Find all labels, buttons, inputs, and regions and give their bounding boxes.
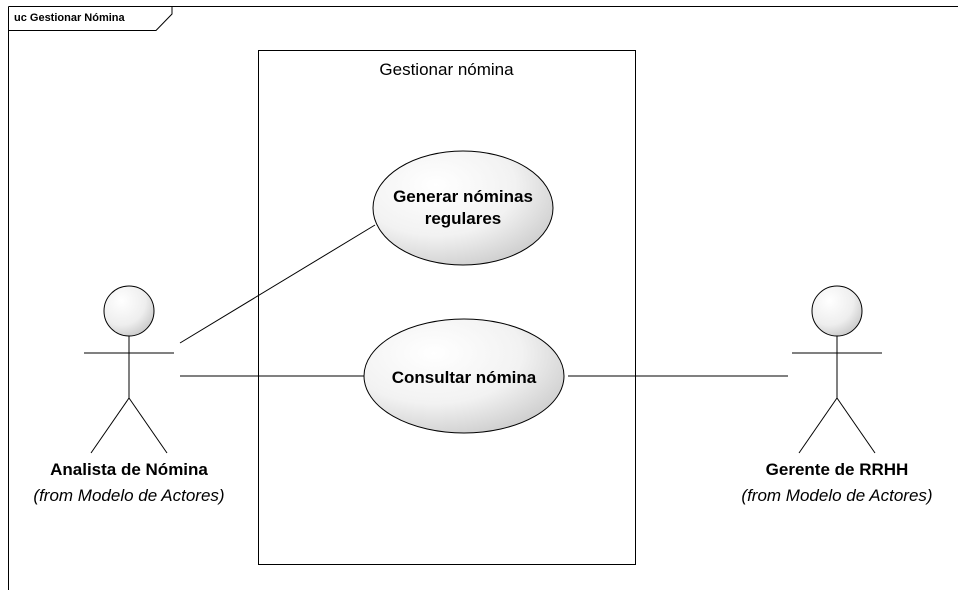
actor-right-leg [128, 397, 168, 454]
actor-from-analista: (from Modelo de Actores) [33, 486, 225, 505]
use-case-label-line2: regulares [424, 209, 502, 228]
system-boundary [258, 50, 636, 565]
use-case-label-consultar: Consultar nómina [391, 368, 537, 387]
actor-head [811, 285, 863, 337]
use-case-generar-nominas[interactable] [372, 150, 554, 266]
frame-label-tab [8, 6, 173, 31]
system-boundary-title: Gestionar nómina [379, 60, 514, 79]
actor-right-leg [836, 397, 876, 454]
actor-name-gerente: Gerente de RRHH [765, 460, 909, 479]
actor-gerente-rrhh[interactable] [792, 285, 882, 454]
actor-left-leg [90, 397, 130, 454]
association-analista-generar [179, 224, 376, 344]
use-case-consultar-nomina[interactable] [363, 318, 565, 434]
actor-name-analista: Analista de Nómina [50, 460, 208, 479]
frame-label: uc Gestionar Nómina [14, 12, 125, 24]
use-case-label-generar: Generar nóminas regulares [373, 186, 553, 230]
use-case-label-line1: Generar nóminas [393, 187, 533, 206]
diagram-frame [8, 6, 958, 590]
actor-head [103, 285, 155, 337]
actor-left-leg [798, 397, 838, 454]
actor-analista-nomina[interactable] [84, 285, 174, 454]
actor-from-gerente: (from Modelo de Actores) [741, 486, 933, 505]
